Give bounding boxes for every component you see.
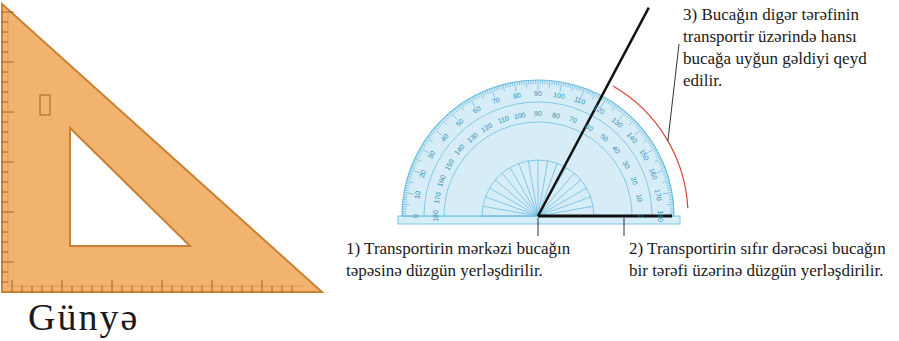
scale-number: 10 [413, 190, 422, 199]
scale-number: 100 [553, 91, 566, 101]
instruction-step: 3) Bucağın digər tərəfinin transportir ü… [683, 4, 895, 92]
instruction-step: 1) Transportirin mərkəzi bucağın təpəsin… [346, 238, 618, 282]
scale-number: 10 [634, 194, 643, 203]
scale-number: 0 [636, 214, 644, 218]
scale-number: 80 [551, 111, 560, 120]
scale-number: 180 [656, 210, 664, 222]
set-square [2, 4, 322, 292]
scale-number: 90 [534, 110, 542, 118]
tool-name: Günyə [28, 296, 228, 338]
scale-number: 0 [412, 214, 420, 218]
instruction-step: 2) Transportirin sıfır dərəcəsi bucağın … [629, 238, 895, 282]
scale-number: 180 [432, 210, 440, 222]
scale-number: 80 [512, 91, 521, 100]
leader-line [538, 218, 539, 236]
leader-line [668, 44, 679, 141]
leader-line [624, 218, 625, 236]
measured-angle [538, 8, 688, 216]
scale-number: 170 [433, 192, 443, 205]
scale-number: 100 [514, 111, 527, 121]
protractor [398, 80, 680, 224]
scale-number: 90 [534, 90, 542, 98]
